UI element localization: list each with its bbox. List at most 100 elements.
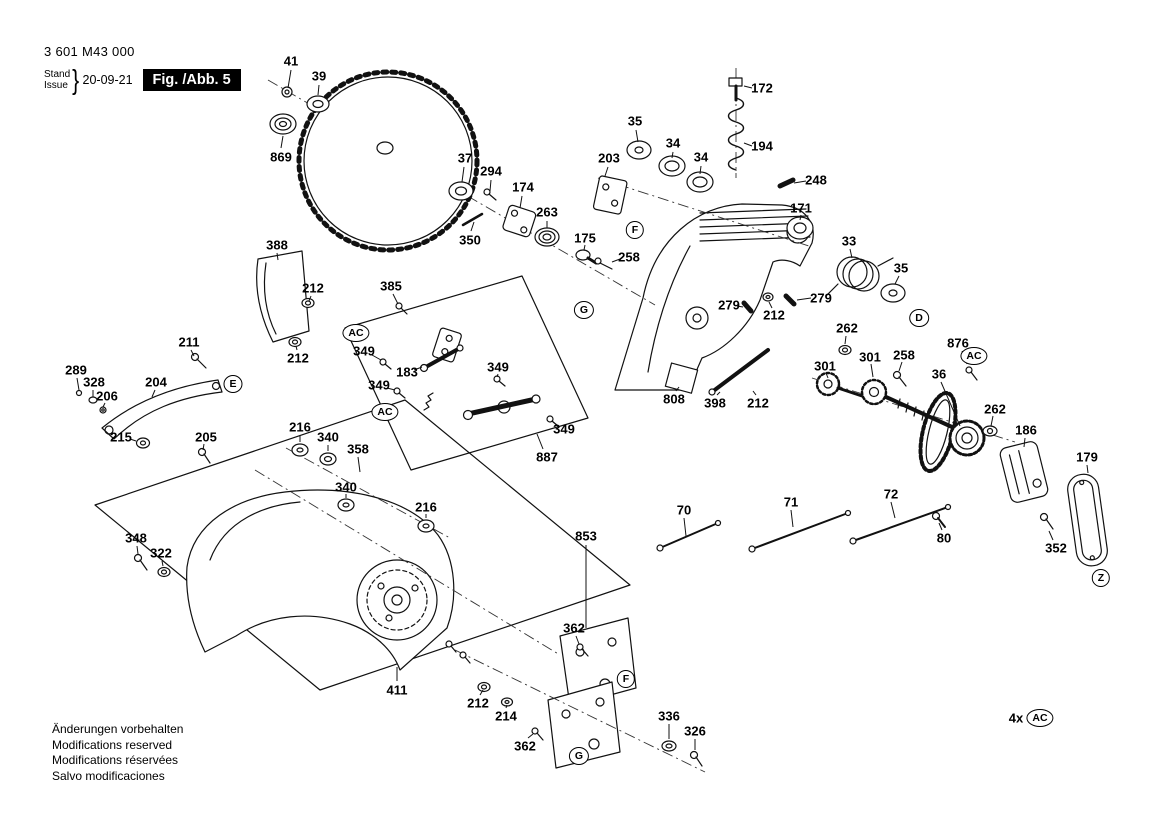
part-label-183-35: 183 (396, 364, 418, 380)
part-label-34-12: 34 (665, 135, 681, 151)
part-label-39-1: 39 (311, 68, 327, 84)
part-label-205-31: 205 (195, 429, 217, 445)
part-label-876-51: 876 (947, 335, 969, 351)
part-label-340-62: 340 (317, 429, 339, 445)
part-label-4x-82: 4x (1008, 710, 1024, 726)
part-label-216-65: 216 (415, 499, 437, 515)
part-label-212-22: 212 (302, 280, 324, 296)
mounting-plates (547, 617, 637, 769)
part-label-211-24: 211 (178, 334, 200, 350)
part-label-348-66: 348 (125, 530, 147, 546)
part-label-214-75: 214 (495, 708, 517, 724)
part-label-279-45: 279 (810, 290, 832, 306)
figure-label: Fig. /Abb. 5 (142, 69, 241, 91)
view-ref-E-29: E (223, 375, 243, 393)
part-label-358-63: 358 (347, 441, 369, 457)
part-label-36-50: 36 (931, 366, 947, 382)
part-label-869-2: 869 (270, 149, 292, 165)
type-number: 3 601 M43 000 (44, 44, 135, 59)
guard-fasteners (133, 443, 703, 767)
part-label-216-61: 216 (289, 419, 311, 435)
brace-glyph: } (72, 64, 80, 95)
part-label-289-25: 289 (65, 362, 87, 378)
part-label-853-68: 853 (575, 528, 597, 544)
part-label-258-9: 258 (618, 249, 640, 265)
part-label-301-48: 301 (859, 349, 881, 365)
note-line-en: Modifications reserved (52, 737, 173, 752)
part-label-328-26: 328 (83, 374, 105, 390)
part-label-172-14: 172 (751, 80, 773, 96)
part-label-398-59: 398 (704, 395, 726, 411)
part-label-34-13: 34 (693, 149, 709, 165)
part-label-262-53: 262 (984, 401, 1006, 417)
saw-blade (296, 69, 480, 253)
part-label-349-34: 349 (353, 343, 375, 359)
part-label-388-21: 388 (266, 237, 288, 253)
modifications-note: Änderungen vorbehalten Modifications res… (52, 722, 183, 784)
part-label-70-69: 70 (676, 502, 692, 518)
chain-drive (815, 344, 998, 473)
part-label-215-30: 215 (110, 429, 132, 445)
part-label-171-17: 171 (790, 200, 812, 216)
leader-lines (76, 69, 1089, 750)
part-label-71-70: 71 (783, 494, 799, 510)
part-label-203-10: 203 (598, 150, 620, 166)
part-label-35-19: 35 (893, 260, 909, 276)
side-cover-plate (256, 250, 310, 343)
label-plate-and-lever (664, 348, 770, 396)
part-label-72-71: 72 (883, 486, 899, 502)
part-label-411-73: 411 (386, 682, 408, 698)
part-label-362-76: 362 (563, 620, 585, 636)
rear-bracket (999, 441, 1054, 530)
part-label-80-72: 80 (936, 530, 952, 546)
part-label-887-40: 887 (536, 449, 558, 465)
motor-housing (614, 203, 814, 391)
part-label-175-8: 175 (574, 230, 596, 246)
part-label-340-64: 340 (335, 479, 357, 495)
part-label-41-0: 41 (283, 53, 299, 69)
slide-rods (656, 503, 952, 553)
view-ref-F-42: F (625, 221, 645, 239)
part-label-336-80: 336 (658, 708, 680, 724)
gasket (1067, 473, 1108, 567)
lever-arm (101, 379, 223, 440)
part-label-174-6: 174 (512, 179, 534, 195)
blade-flange-hardware (269, 86, 497, 227)
part-label-258-49: 258 (893, 347, 915, 363)
part-label-212-44: 212 (763, 307, 785, 323)
note-line-es: Salvo modificaciones (52, 768, 165, 783)
note-line-de: Änderungen vorbehalten (52, 722, 184, 736)
issue-date: 20-09-21 (82, 73, 133, 87)
part-label-186-54: 186 (1015, 422, 1037, 438)
part-label-385-32: 385 (380, 278, 402, 294)
part-label-37-3: 37 (457, 150, 473, 166)
part-label-349-38: 349 (487, 359, 509, 375)
part-label-262-46: 262 (836, 320, 858, 336)
part-label-350-5: 350 (459, 232, 481, 248)
part-label-212-23: 212 (287, 350, 309, 366)
issue-label: Issue (44, 80, 68, 91)
view-ref-AC-52: AC (960, 347, 988, 365)
view-ref-F-79: F (616, 670, 636, 688)
part-label-349-39: 349 (553, 421, 575, 437)
view-ref-AC-83: AC (1026, 709, 1054, 727)
part-label-35-11: 35 (627, 113, 643, 129)
note-line-fr: Modifications réservées (52, 753, 179, 767)
view-ref-G-78: G (568, 747, 590, 765)
part-label-212-74: 212 (467, 695, 489, 711)
view-ref-D-20: D (909, 309, 929, 327)
part-label-279-43: 279 (718, 297, 740, 313)
part-label-294-4: 294 (480, 163, 502, 179)
part-label-808-58: 808 (663, 391, 685, 407)
part-label-301-47: 301 (814, 358, 836, 374)
part-label-362-77: 362 (514, 738, 536, 754)
part-label-248-16: 248 (805, 172, 827, 188)
spindle-bearing-train (502, 77, 906, 303)
view-ref-AC-37: AC (371, 403, 399, 421)
lower-blade-guard (186, 489, 455, 671)
part-label-326-81: 326 (684, 723, 706, 739)
stand-label: Stand (44, 69, 71, 80)
view-ref-Z-57: Z (1091, 569, 1111, 587)
